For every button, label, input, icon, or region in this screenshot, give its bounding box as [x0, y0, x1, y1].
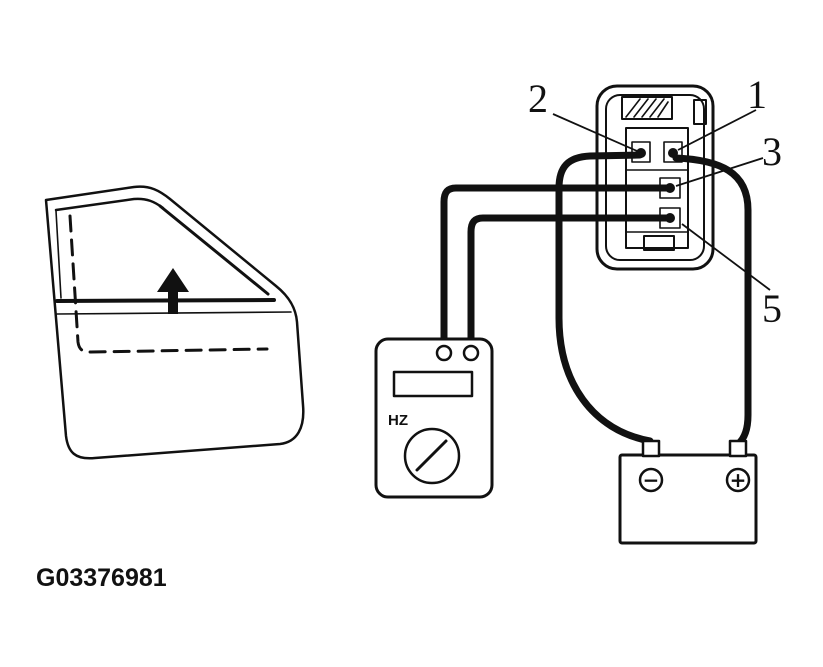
- window-up-arrow-icon: [157, 268, 189, 314]
- battery-positive-symbol: +: [730, 468, 747, 492]
- meter-left-probe-jack: [435, 344, 453, 362]
- pin-5-contact: [665, 213, 675, 223]
- connector-lock-tab: [621, 96, 673, 120]
- connector-pin-contacts: [636, 148, 678, 223]
- door-window-diagonal: [158, 204, 270, 296]
- leader-line-3: [675, 157, 764, 187]
- wire-pin3-to-meter-left-probe: [440, 184, 672, 352]
- battery: − +: [618, 439, 758, 545]
- meter-dial-pointer: [415, 439, 448, 472]
- callout-5: 5: [762, 286, 782, 331]
- connector-bottom-tab: [643, 235, 675, 251]
- meter-mode-label: HZ: [388, 412, 408, 429]
- door-glass-dashed-outline: [68, 214, 269, 354]
- door-window-frame-line: [54, 197, 165, 212]
- battery-negative-symbol: −: [643, 468, 660, 492]
- car-door-illustration: [44, 185, 305, 460]
- figure-code: G03376981: [36, 564, 167, 592]
- wire-pin1-to-battery-positive: [672, 154, 752, 448]
- battery-negative-post: [641, 439, 661, 458]
- connector-outer-body: [595, 84, 715, 271]
- callout-3: 3: [762, 129, 782, 174]
- pin-2-contact: [636, 148, 646, 158]
- wire-pin5-to-meter-right-probe: [467, 214, 672, 352]
- pin-3-contact: [665, 183, 675, 193]
- leader-line-2: [552, 113, 638, 152]
- battery-positive-post: [728, 439, 748, 458]
- callout-1: 1: [747, 72, 767, 117]
- test-wires: [440, 151, 752, 448]
- callout-2: 2: [528, 76, 548, 121]
- pin-1-cavity: [663, 141, 683, 163]
- door-window-left-edge: [55, 210, 62, 299]
- battery-body: [618, 453, 758, 545]
- battery-positive-terminal-icon: [725, 467, 751, 493]
- meter-display: [392, 370, 474, 398]
- battery-negative-terminal-icon: [638, 467, 664, 493]
- connector-side-latch: [693, 99, 707, 125]
- pin-1-contact: [668, 148, 678, 158]
- callouts: 2 1 3 5: [528, 72, 782, 331]
- door-belt-line: [55, 298, 276, 303]
- multimeter: HZ: [374, 337, 494, 499]
- window-motor-connector: [595, 84, 715, 271]
- wire-pin2-to-battery-negative: [555, 151, 654, 445]
- door-outer-outline: [44, 185, 305, 460]
- leader-line-5: [681, 223, 771, 291]
- connector-row-dividers: [625, 169, 689, 233]
- leader-line-1: [677, 109, 757, 151]
- meter-right-probe-jack: [462, 344, 480, 362]
